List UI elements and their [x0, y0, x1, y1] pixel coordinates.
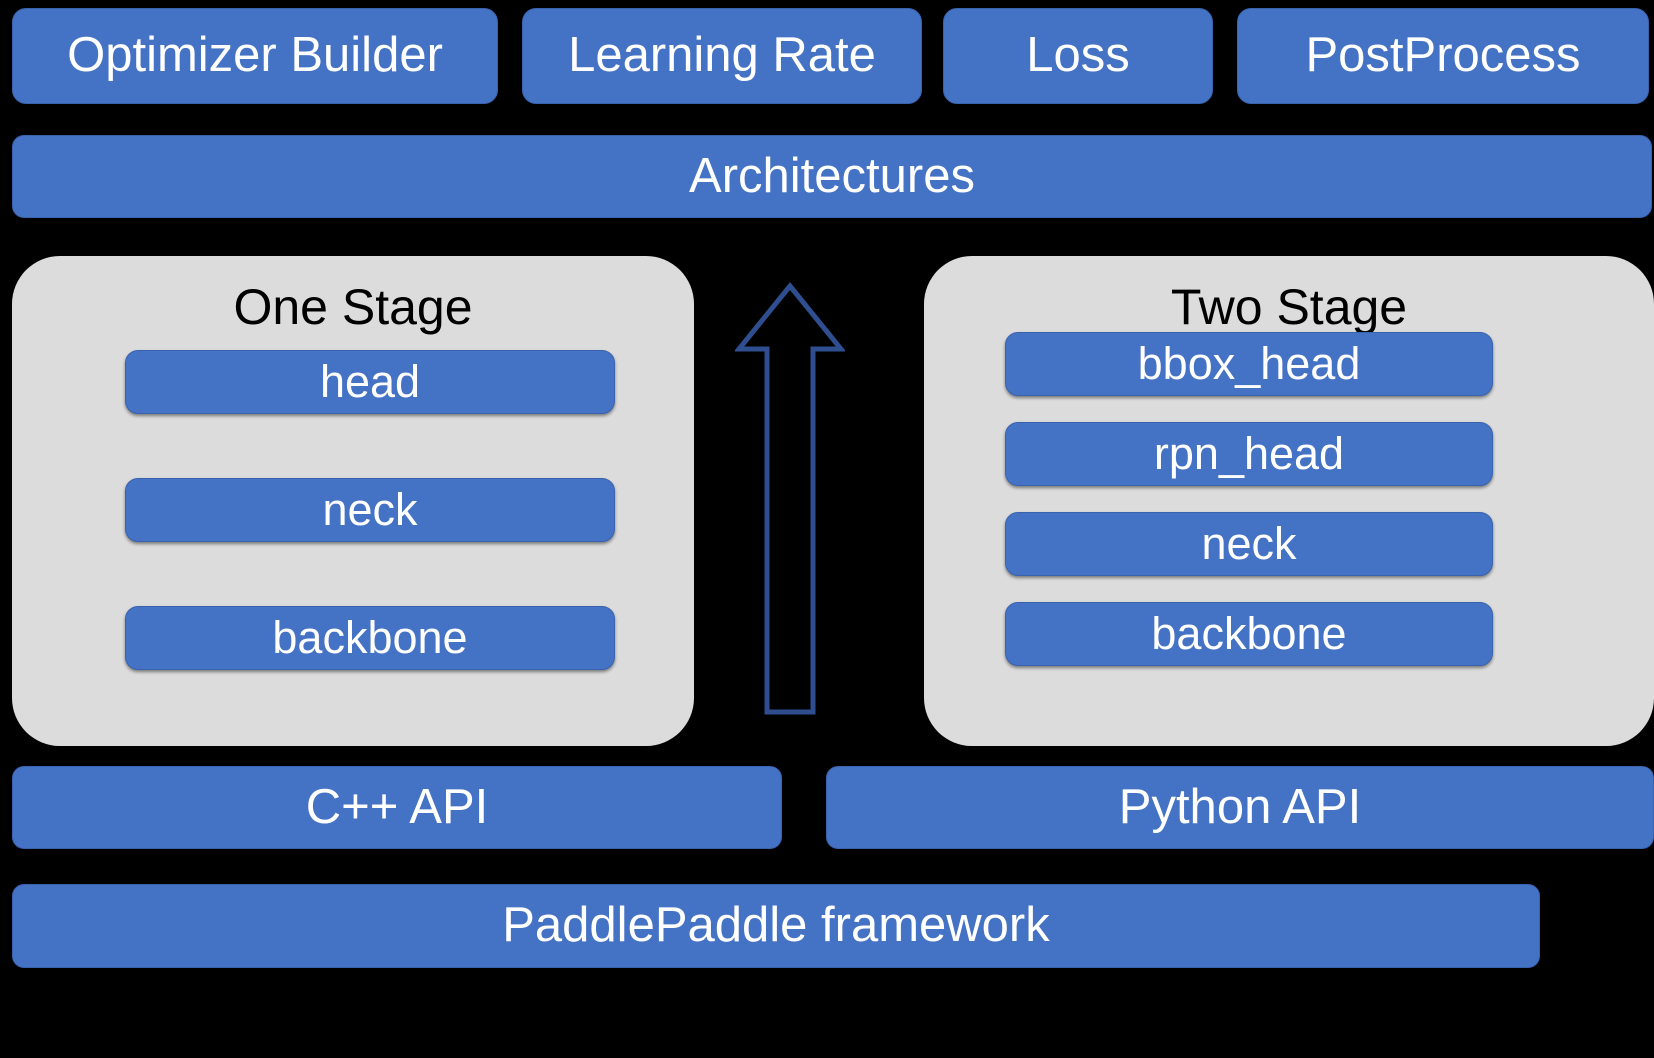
block-two-stage-neck-label: neck [1201, 518, 1297, 570]
block-two-stage-backbone[interactable]: backbone [1005, 602, 1493, 666]
block-two-stage-bbox-head-label: bbox_head [1137, 338, 1361, 390]
up-arrow-icon [735, 282, 845, 715]
block-two-stage-backbone-label: backbone [1151, 608, 1347, 660]
block-one-stage-backbone-label: backbone [272, 612, 468, 664]
up-arrow-outline [735, 282, 845, 715]
panel-one-stage: One Stage head neck backbone [12, 256, 694, 746]
block-loss-label: Loss [1026, 28, 1130, 83]
block-cpp-api-label: C++ API [305, 779, 489, 834]
block-postprocess-label: PostProcess [1305, 28, 1581, 83]
block-paddlepaddle-framework-label: PaddlePaddle framework [502, 898, 1050, 953]
block-one-stage-head-label: head [319, 356, 421, 408]
block-architectures[interactable]: Architectures [12, 135, 1652, 218]
block-optimizer-builder[interactable]: Optimizer Builder [12, 8, 498, 104]
block-learning-rate-label: Learning Rate [568, 28, 876, 83]
panel-two-stage-title: Two Stage [1170, 279, 1408, 335]
panel-one-stage-title: One Stage [233, 279, 473, 335]
block-one-stage-head[interactable]: head [125, 350, 615, 414]
block-one-stage-neck[interactable]: neck [125, 478, 615, 542]
block-postprocess[interactable]: PostProcess [1237, 8, 1649, 104]
block-python-api[interactable]: Python API [826, 766, 1654, 849]
block-one-stage-neck-label: neck [322, 484, 418, 536]
block-loss[interactable]: Loss [943, 8, 1213, 104]
block-two-stage-neck[interactable]: neck [1005, 512, 1493, 576]
block-python-api-label: Python API [1118, 779, 1362, 834]
block-optimizer-builder-label: Optimizer Builder [67, 28, 443, 83]
block-learning-rate[interactable]: Learning Rate [522, 8, 922, 104]
panel-two-stage: Two Stage bbox_head rpn_head neck backbo… [924, 256, 1654, 746]
block-cpp-api[interactable]: C++ API [12, 766, 782, 849]
block-paddlepaddle-framework[interactable]: PaddlePaddle framework [12, 884, 1540, 968]
block-one-stage-backbone[interactable]: backbone [125, 606, 615, 670]
block-two-stage-rpn-head-label: rpn_head [1153, 428, 1345, 480]
block-two-stage-bbox-head[interactable]: bbox_head [1005, 332, 1493, 396]
block-two-stage-rpn-head[interactable]: rpn_head [1005, 422, 1493, 486]
block-architectures-label: Architectures [689, 148, 975, 203]
